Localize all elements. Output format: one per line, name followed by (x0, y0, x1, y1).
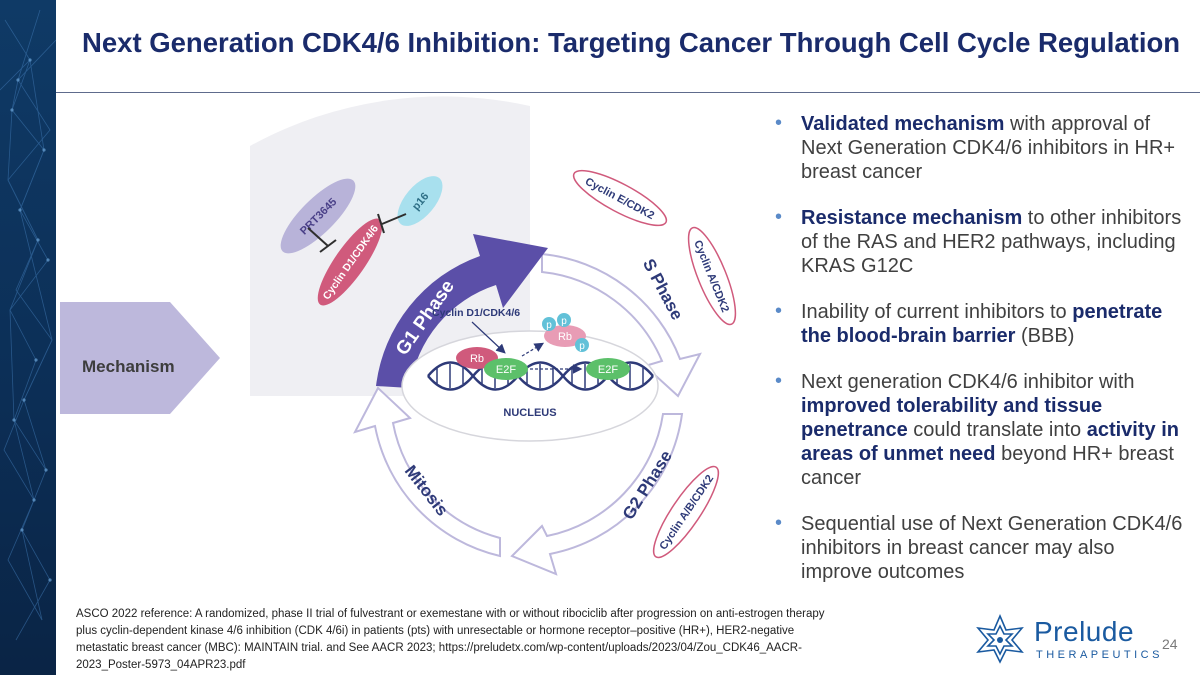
prt-inhibition-bar (319, 239, 337, 253)
bullet-dot-icon: • (775, 112, 783, 134)
rb-left-label: Rb (470, 353, 484, 365)
cyclin-ab-cdk2-oval (652, 465, 720, 559)
bullet-emphasis: activity in areas of unmet need (801, 419, 1179, 465)
bullet-item: • Validated mechanism with approval of Ne… (775, 112, 1190, 184)
bullet-text: beyond HR+ breast cancer (801, 443, 1174, 489)
bullet-item: • Resistance mechanism to other inhibitor… (775, 206, 1190, 278)
bullet-text: (BBB) (1015, 325, 1075, 347)
g1-phase-arrow (376, 234, 548, 388)
bullet-emphasis: penetrate the blood-brain barrier (801, 301, 1163, 347)
mitosis-arrow (353, 386, 501, 558)
rb-phospho-label: Rb (558, 331, 572, 343)
cyclin-d1-cdk46-oval (317, 218, 383, 306)
g2-phase-arrow (510, 413, 684, 576)
bullet-text: with approval of Next Generation CDK4/6 … (801, 113, 1176, 183)
phosphate-3 (575, 338, 589, 352)
prelude-logo: Prelude THERAPEUTICS (972, 612, 1159, 666)
network-pattern (0, 9, 56, 641)
mechanism-label: Mechanism (82, 357, 175, 376)
e2f-right (586, 358, 630, 380)
slide-title: Next Generation CDK4/6 Inhibition: Targe… (82, 27, 1181, 58)
cyclin-e-cdk2-oval (572, 169, 668, 227)
bullet-text: Next generation CDK4/6 inhibitor with (801, 371, 1135, 393)
bullet-emphasis: improved tolerability and tissue penetra… (801, 395, 1103, 441)
g1-background-sector (250, 96, 530, 396)
g2-phase-label: G2 Phase (619, 447, 676, 523)
bullet-item: • Sequential use of Next Generation CDK4/… (775, 512, 1190, 584)
prelude-logo-mark-icon (976, 613, 1024, 664)
phosphate-2 (557, 313, 571, 327)
e2f-left-label: E2F (496, 364, 516, 376)
s-phase-arrow (541, 252, 702, 398)
nucleus-label: NUCLEUS (503, 407, 556, 419)
footnote-reference: ASCO 2022 reference: A randomized, phase… (76, 608, 825, 671)
prt-inhibition-line (307, 227, 329, 247)
bullet-dot-icon: • (775, 370, 783, 392)
nucleus-cyclin-label: Cyclin D1/CDK4/6 (432, 307, 520, 319)
title-divider (56, 92, 1200, 93)
mechanism-chevron (60, 302, 220, 414)
bullet-dot-icon: • (775, 512, 783, 534)
bullet-text: Inability of current inhibitors to (801, 301, 1073, 323)
phosphate-1-label: p (546, 320, 552, 331)
e2f-right-label: E2F (598, 364, 618, 376)
page-number: 24 (1162, 636, 1178, 652)
bullet-dot-icon: • (775, 300, 783, 322)
bullet-list: • Validated mechanism with approval of Ne… (775, 112, 1190, 606)
decorative-sidebar (0, 0, 56, 675)
bullet-text: to other inhibitors of the RAS and HER2 … (801, 207, 1182, 277)
p16-inhibition-bar (377, 213, 385, 234)
p16-inhibition-line (381, 213, 407, 225)
release-arrow-up (521, 342, 545, 357)
phosphate-3-label: p (579, 341, 585, 352)
cyclin-a-cdk2-oval (687, 226, 737, 326)
phosphate-2-label: p (561, 316, 567, 327)
bullet-text: Sequential use of Next Generation CDK4/6… (801, 513, 1183, 583)
bullet-text: could translate into (907, 419, 1087, 441)
e2f-left (484, 358, 528, 380)
bullet-item: • Inability of current inhibitors to pene… (775, 300, 1190, 348)
prt3645-oval (280, 178, 356, 254)
logo-subtitle: THERAPEUTICS (1036, 649, 1163, 661)
cyclin-ab-cdk2-label: Cyclin A/B/CDK2 (657, 473, 716, 552)
p16-oval (397, 176, 443, 226)
rb-phospho (544, 325, 586, 347)
cyclin-to-rb-arrow (471, 321, 506, 354)
bullet-emphasis: Validated mechanism (801, 113, 1005, 135)
phosphate-1 (542, 317, 556, 331)
bullet-dot-icon: • (775, 206, 783, 228)
cell-cycle-diagram: Mechanism G1 Phase S Phase G2 Phase Mito… (60, 96, 737, 576)
logo-name: Prelude (1034, 616, 1135, 647)
bullet-emphasis: Resistance mechanism (801, 207, 1023, 229)
bullet-item: • Next generation CDK4/6 inhibitor with i… (775, 370, 1190, 490)
